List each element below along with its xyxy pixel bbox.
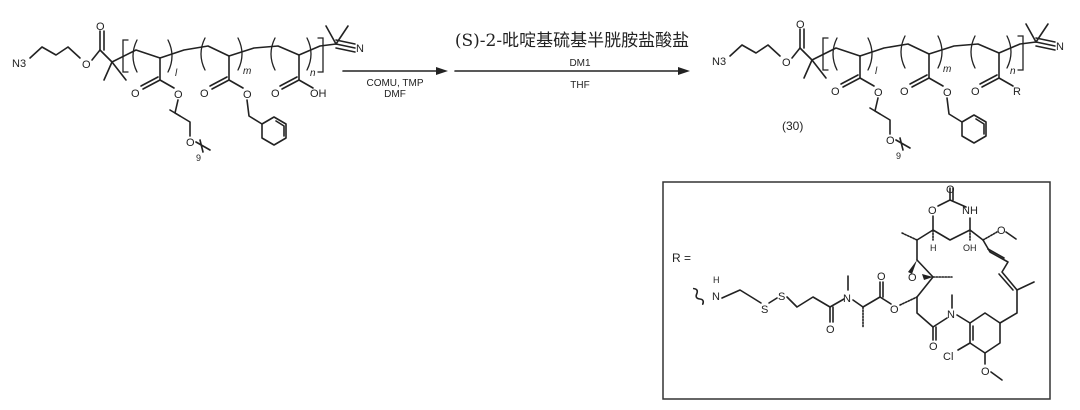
- arrow-2-head: [678, 67, 690, 75]
- lactam-o: O: [929, 341, 938, 353]
- o-double-n: O: [971, 86, 980, 98]
- nh-h: H: [713, 275, 720, 285]
- ar-n: N: [947, 309, 955, 321]
- step1-solvent: DMF: [384, 89, 406, 100]
- nh-n: N: [712, 291, 720, 303]
- o-double-l: O: [831, 86, 840, 98]
- subscript-l: l: [175, 68, 178, 79]
- epoxide-o: O: [908, 272, 917, 284]
- reaction-arrow-1: COMU, TMP DMF: [342, 67, 448, 100]
- ester-o: O: [82, 59, 91, 71]
- ester-o: O: [890, 304, 899, 316]
- h-label: H: [930, 243, 937, 253]
- n-methyl-n: N: [843, 293, 851, 305]
- disulfide-s2: S: [778, 291, 785, 303]
- peg-repeat: 9: [896, 151, 901, 161]
- nitrile-n: N: [1056, 41, 1064, 53]
- o-double-l: O: [131, 88, 140, 100]
- peg-repeat: 9: [196, 153, 201, 163]
- r-group-label: R: [1013, 86, 1021, 98]
- o-ester-l: O: [174, 89, 183, 101]
- r-group-box: R = H N S S O N O O O N Cl O: [662, 181, 1051, 400]
- methoxy-o: O: [997, 225, 1006, 237]
- amide-o: O: [826, 324, 835, 336]
- subscript-m: m: [943, 64, 951, 75]
- reactant-polymer: N3 O O l O O O 9 m O O n O OH N: [12, 21, 364, 163]
- step2-reagent-top: (S)-2-吡啶基硫基半胱胺盐酸盐: [455, 31, 689, 51]
- subscript-l: l: [875, 66, 878, 77]
- product-skeleton: [729, 23, 1056, 151]
- oh-label: OH: [963, 243, 977, 253]
- peg-o: O: [186, 137, 195, 149]
- product-polymer: N3 O O l O O O 9 m O O n O R N (30): [712, 19, 1064, 161]
- acid-oh: OH: [310, 88, 327, 100]
- carbonyl-o: O: [796, 19, 805, 31]
- ester-o-double: O: [877, 271, 886, 283]
- carbamate-o-ring: O: [928, 205, 937, 217]
- o-ester-m: O: [943, 87, 952, 99]
- r-group-frame: [662, 181, 1051, 400]
- reactant-skeleton: [29, 25, 356, 153]
- carbamate-o-top: O: [946, 184, 955, 196]
- ester-o: O: [782, 57, 791, 69]
- step2-solvent: THF: [570, 80, 589, 91]
- azide-label: N3: [712, 56, 726, 68]
- step2-reagent-mid: DM1: [569, 58, 591, 69]
- ar-methoxy-o: O: [981, 366, 990, 378]
- o-ester-m: O: [243, 89, 252, 101]
- azide-label: N3: [12, 58, 26, 70]
- o-double-n: O: [271, 88, 280, 100]
- arrow-1-head: [436, 67, 448, 75]
- step1-reagents: COMU, TMP: [366, 78, 423, 89]
- carbamate-nh: NH: [962, 205, 978, 217]
- r-label: R =: [672, 251, 691, 265]
- chloro: Cl: [943, 351, 953, 363]
- reaction-arrow-2: (S)-2-吡啶基硫基半胱胺盐酸盐 DM1 THF: [454, 31, 690, 91]
- subscript-n: n: [310, 68, 316, 79]
- disulfide-s1: S: [761, 304, 768, 316]
- nitrile-n: N: [356, 43, 364, 55]
- o-ester-l: O: [874, 87, 883, 99]
- epoxide-wedge: [908, 260, 917, 274]
- subscript-m: m: [243, 66, 251, 77]
- o-double-m: O: [900, 86, 909, 98]
- o-double-m: O: [200, 88, 209, 100]
- attachment-wavy-bond: [692, 287, 705, 305]
- subscript-n: n: [1010, 66, 1016, 77]
- compound-number: (30): [782, 119, 803, 133]
- peg-o: O: [886, 135, 895, 147]
- carbonyl-o: O: [96, 21, 105, 33]
